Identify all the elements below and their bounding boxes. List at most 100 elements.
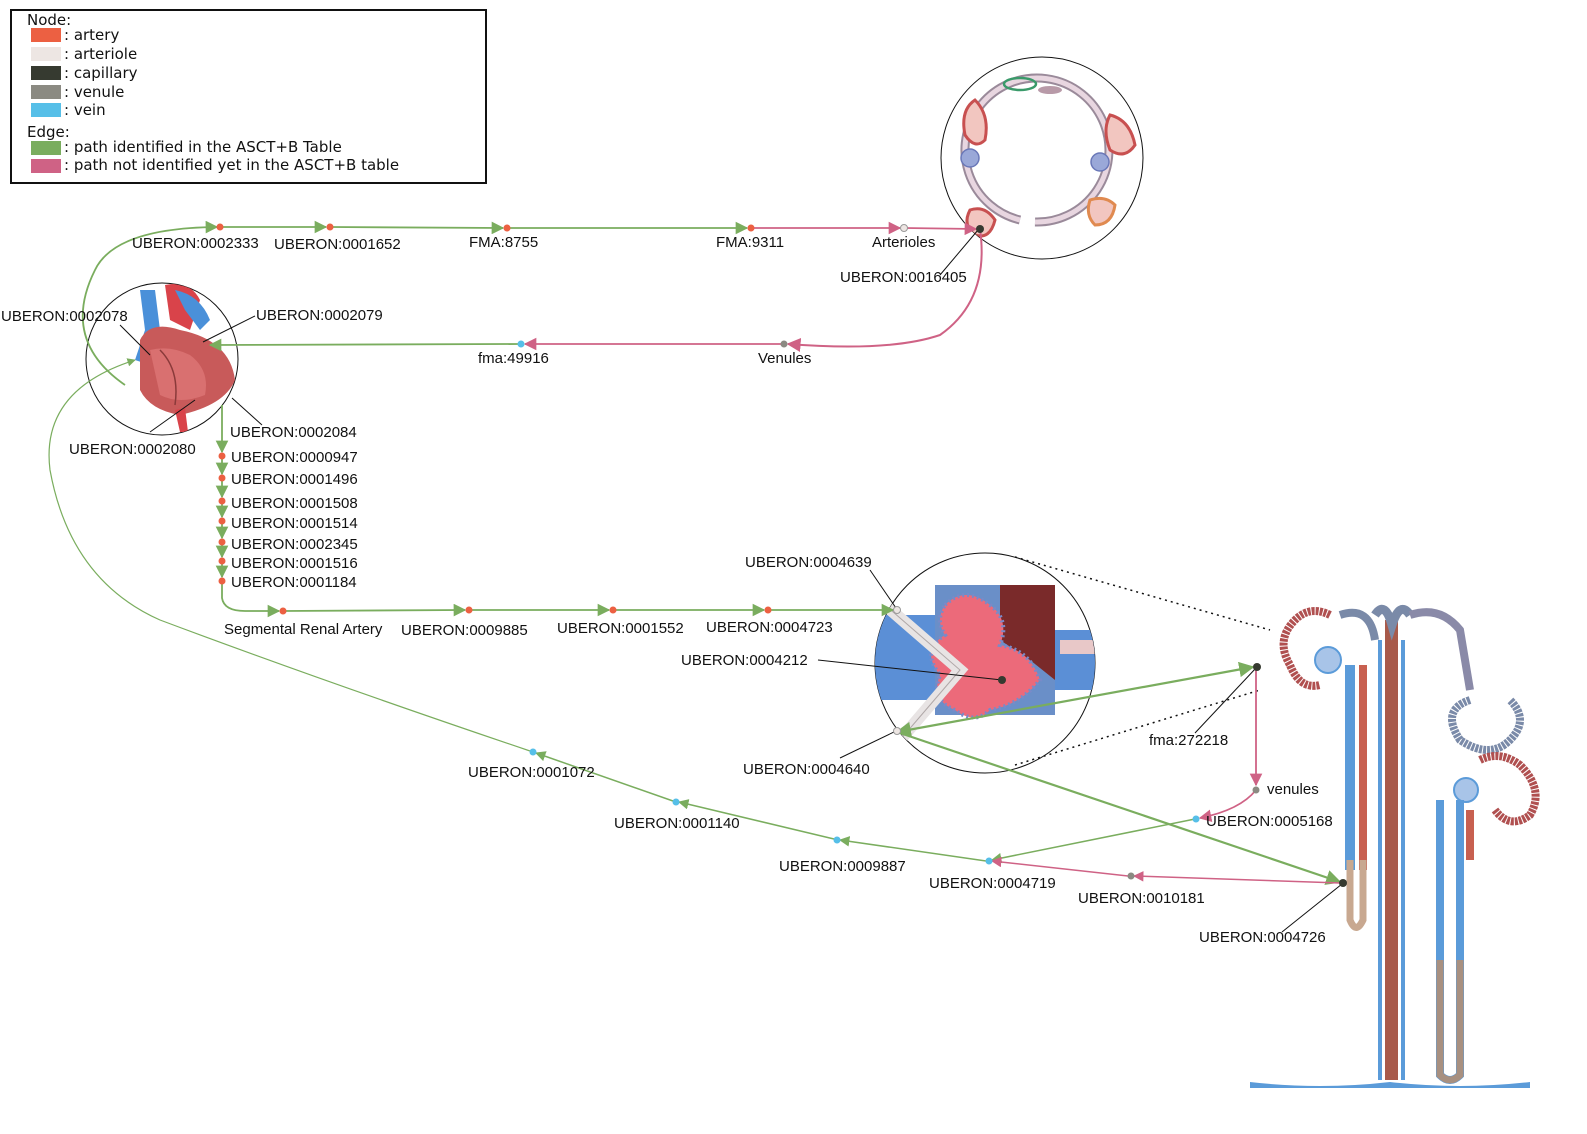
edge-0004640-to-0004726 — [896, 730, 1342, 885]
node-label: UBERON:0002345 — [231, 536, 358, 553]
node-dot-0000947 — [218, 452, 226, 460]
node-label: UBERON:0002078 — [1, 308, 128, 325]
edge-0004726-to-0010181 — [1132, 871, 1341, 884]
edge-0001072-to-heart — [48, 358, 531, 752]
node-dot-arterioles — [900, 224, 908, 232]
legend-label-edge-identified: : path identified in the ASCT+B Table — [64, 138, 342, 156]
node-label: UBERON:0005168 — [1206, 813, 1333, 830]
node-label: UBERON:0001652 — [274, 236, 401, 253]
node-label: UBERON:0001140 — [614, 815, 740, 832]
leader-lines — [119, 229, 1343, 933]
legend-label-edge-not-identified: : path not identified yet in the ASCT+B … — [64, 156, 399, 174]
node-label: UBERON:0010181 — [1078, 890, 1205, 907]
node-label: UBERON:0001514 — [231, 515, 358, 532]
node-label: UBERON:0001072 — [468, 764, 595, 781]
node-dot-0002345 — [218, 538, 226, 546]
node-labels: UBERON:0002333 UBERON:0001652 FMA:8755 F… — [1, 234, 1333, 946]
capillary-cross-section-illustration — [940, 56, 1144, 260]
legend-swatch-edge-not-identified — [31, 159, 61, 173]
legend-swatch-capillary — [31, 66, 61, 80]
node-label: UBERON:0004723 — [706, 619, 833, 636]
legend-label-capillary: : capillary — [64, 64, 138, 82]
node-dot-0001184 — [218, 577, 226, 585]
node-dot-0004639 — [893, 606, 901, 614]
node-label: FMA:9311 — [716, 234, 784, 251]
heart-illustration — [85, 282, 239, 436]
node-dot-fma49916 — [517, 340, 525, 348]
node-dot-0004640 — [893, 727, 901, 735]
node-label: UBERON:0016405 — [840, 269, 967, 286]
node-label: UBERON:0002080 — [69, 441, 196, 458]
node-dot-0001516 — [218, 557, 226, 565]
node-label: UBERON:0009885 — [401, 622, 528, 639]
legend: Node: : artery : arteriole : capillary :… — [10, 9, 487, 184]
node-dot-0002333 — [216, 223, 224, 231]
node-dot-0001508 — [218, 497, 226, 505]
edge-0010181-to-0004719 — [990, 856, 1129, 877]
node-dot-fma9311 — [747, 224, 755, 232]
nodes — [216, 223, 1347, 887]
nephron-illustration — [1250, 605, 1540, 1088]
zoom-lines — [1014, 556, 1271, 766]
node-label: FMA:8755 — [469, 234, 538, 251]
legend-label-arteriole: : arteriole — [64, 45, 137, 63]
node-dot-segmental — [279, 607, 287, 615]
node-dot-0001140 — [672, 798, 680, 806]
legend-swatch-artery — [31, 28, 61, 42]
node-dot-0004719 — [985, 857, 993, 865]
node-dot-0001072 — [529, 748, 537, 756]
edge-venules-to-0005168 — [1198, 789, 1257, 822]
node-label: Venules — [758, 350, 811, 367]
legend-label-artery: : artery — [64, 26, 119, 44]
node-dot-fma272218 — [1253, 663, 1261, 671]
node-label: venules — [1267, 781, 1319, 798]
node-dot-venules-kidney — [1252, 786, 1260, 794]
edge-0001652-to-fma8755 — [329, 221, 505, 235]
node-label: UBERON:0004726 — [1199, 929, 1326, 946]
node-dot-0004726 — [1339, 879, 1347, 887]
node-dot-0004212 — [998, 676, 1006, 684]
node-label: UBERON:0002084 — [230, 424, 357, 441]
edge-fma49916-to-heart — [208, 338, 521, 352]
edges — [48, 220, 1342, 885]
node-dot-0001496 — [218, 474, 226, 482]
node-dot-0009885 — [465, 606, 473, 614]
node-dot-0004723 — [764, 606, 772, 614]
node-label: UBERON:0004639 — [745, 554, 872, 571]
node-label: UBERON:0001552 — [557, 620, 684, 637]
node-label: UBERON:0001184 — [231, 574, 357, 591]
edge-0005168-to-0004719 — [990, 818, 1196, 864]
node-label: UBERON:0004719 — [929, 875, 1056, 892]
legend-frame — [10, 9, 487, 184]
glomerulus-illustration — [874, 552, 1096, 774]
node-label: UBERON:0002079 — [256, 307, 383, 324]
node-dot-0016405 — [976, 225, 984, 233]
node-label: UBERON:0000947 — [231, 449, 358, 466]
node-dot-venules — [780, 340, 788, 348]
edge-heart-to-0002333 — [81, 220, 219, 386]
node-dot-0009887 — [833, 836, 841, 844]
edge-0004640-to-fma272218 — [895, 661, 1255, 738]
legend-swatch-arteriole — [31, 47, 61, 61]
edge-arterioles-to-0016405 — [904, 222, 978, 236]
node-label: UBERON:0001516 — [231, 555, 358, 572]
node-label: UBERON:0004212 — [681, 652, 808, 669]
legend-edge-title: Edge: — [27, 123, 70, 141]
node-dot-0001514 — [218, 517, 226, 525]
node-dot-0005168 — [1192, 815, 1200, 823]
node-label: fma:272218 — [1149, 732, 1228, 749]
node-label: UBERON:0002333 — [132, 235, 259, 252]
legend-swatch-venule — [31, 85, 61, 99]
legend-node-title: Node: — [27, 11, 71, 29]
node-label: Segmental Renal Artery — [224, 621, 383, 638]
legend-swatch-edge-identified — [31, 141, 61, 155]
node-label: UBERON:0001508 — [231, 495, 358, 512]
node-dot-0001552 — [609, 606, 617, 614]
node-label: Arterioles — [872, 234, 935, 251]
node-label: UBERON:0004640 — [743, 761, 870, 778]
node-label: UBERON:0001496 — [231, 471, 358, 488]
node-label: UBERON:0009887 — [779, 858, 906, 875]
legend-label-venule: : venule — [64, 83, 124, 101]
node-label: fma:49916 — [478, 350, 549, 367]
